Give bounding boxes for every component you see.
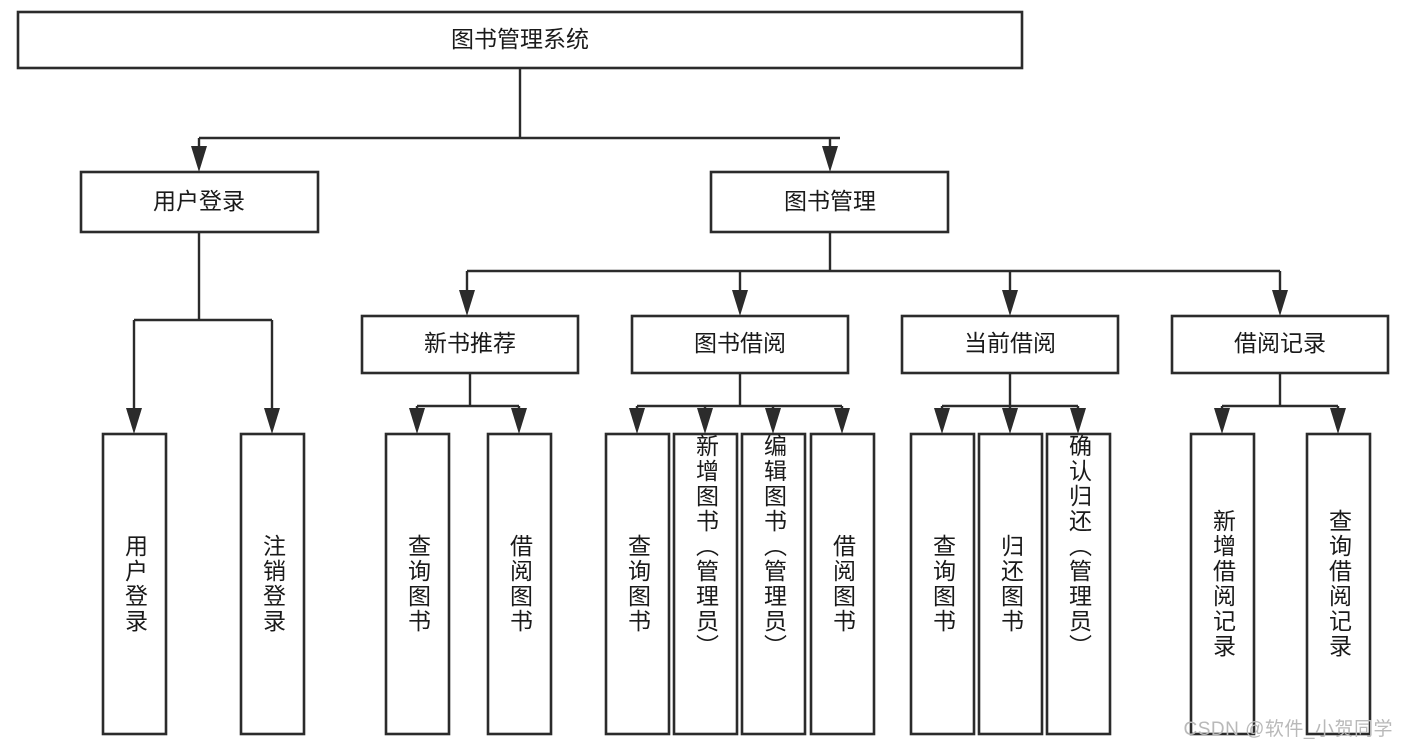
arrow-head-icon	[459, 290, 475, 316]
arrow-head-icon	[697, 408, 713, 434]
leaf-box-add-book-admin[interactable]	[672, 432, 739, 736]
node-user-login[interactable]: 用户登录	[79, 170, 320, 234]
node-current-borrow-box[interactable]	[900, 314, 1120, 375]
leaf-box-query-borrow-record[interactable]	[1305, 432, 1372, 736]
node-new-book-recommend[interactable]: 新书推荐	[360, 314, 580, 375]
leaf-box-confirm-return-admin[interactable]	[1045, 432, 1112, 736]
node-book-borrow-label: 图书借阅	[694, 330, 786, 356]
arrow-head-icon	[934, 408, 950, 434]
arrow-head-icon	[1214, 408, 1230, 434]
connector-current-borrow-to-leaves	[934, 373, 1086, 434]
arrow-head-icon	[1272, 290, 1288, 316]
node-user-login-box[interactable]	[79, 170, 320, 234]
arrow-head-icon	[822, 146, 838, 172]
node-root-label: 图书管理系统	[451, 26, 589, 52]
leaf-box-query-book-2[interactable]	[604, 432, 671, 736]
node-book-management[interactable]: 图书管理	[709, 170, 950, 234]
node-borrow-record[interactable]: 借阅记录	[1170, 314, 1390, 375]
arrow-head-icon	[511, 408, 527, 434]
arrow-head-icon	[1002, 408, 1018, 434]
connector-root-to-level2	[191, 68, 840, 172]
arrow-head-icon	[1070, 408, 1086, 434]
leaf-box-logout[interactable]	[239, 432, 306, 736]
arrow-head-icon	[409, 408, 425, 434]
connector-user-login-to-leaves	[126, 232, 280, 434]
node-book-borrow[interactable]: 图书借阅	[630, 314, 850, 375]
leaf-box-query-book-1[interactable]	[384, 432, 451, 736]
leaf-box-return-book[interactable]	[977, 432, 1044, 736]
arrow-head-icon	[629, 408, 645, 434]
arrow-head-icon	[1330, 408, 1346, 434]
node-borrow-record-label: 借阅记录	[1234, 330, 1326, 356]
arrow-head-icon	[1002, 290, 1018, 316]
node-current-borrow-label: 当前借阅	[964, 330, 1056, 356]
connector-new-book-recommend-to-leaves	[409, 373, 527, 434]
leaf-box-user-login[interactable]	[101, 432, 168, 736]
node-new-book-recommend-box[interactable]	[360, 314, 580, 375]
leaf-box-edit-book-admin[interactable]	[740, 432, 807, 736]
arrow-head-icon	[834, 408, 850, 434]
connector-book-management-to-level3	[459, 232, 1288, 316]
connector-borrow-record-to-leaves	[1214, 373, 1346, 434]
leaf-box-borrow-book-1[interactable]	[486, 432, 553, 736]
node-new-book-recommend-label: 新书推荐	[424, 330, 516, 356]
arrow-head-icon	[126, 408, 142, 434]
connector-book-borrow-to-leaves	[629, 373, 850, 434]
arrow-head-icon	[732, 290, 748, 316]
node-current-borrow[interactable]: 当前借阅	[900, 314, 1120, 375]
leaf-box-borrow-book-2[interactable]	[809, 432, 876, 736]
node-root[interactable]: 图书管理系统	[16, 10, 1024, 70]
node-root-box[interactable]	[16, 10, 1024, 70]
leaf-box-query-book-3[interactable]	[909, 432, 976, 736]
node-book-management-label: 图书管理	[784, 188, 876, 214]
node-user-login-label: 用户登录	[153, 188, 245, 214]
leaf-box-add-borrow-record[interactable]	[1189, 432, 1256, 736]
arrow-head-icon	[191, 146, 207, 172]
arrow-head-icon	[264, 408, 280, 434]
arrow-head-icon	[765, 408, 781, 434]
